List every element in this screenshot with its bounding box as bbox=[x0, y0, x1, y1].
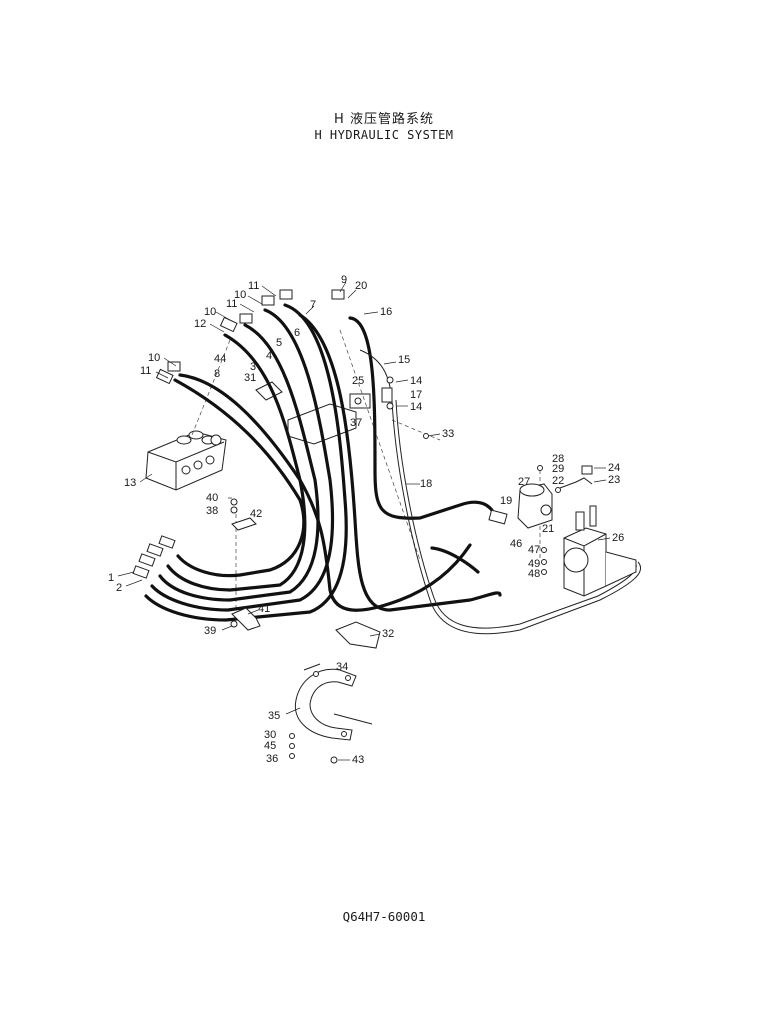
callout-6: 6 bbox=[294, 327, 300, 339]
curved-support-bracket bbox=[294, 663, 373, 741]
callout-11: 11 bbox=[140, 365, 151, 377]
callout-9: 9 bbox=[341, 274, 347, 286]
callout-11: 11 bbox=[226, 298, 237, 310]
callout-40: 40 bbox=[206, 492, 218, 504]
callout-2: 2 bbox=[116, 582, 122, 594]
callout-14: 14 bbox=[410, 375, 422, 387]
callout-33: 34 bbox=[336, 661, 348, 673]
callout-44: 46 bbox=[510, 538, 522, 550]
callout-1: 1 bbox=[108, 572, 114, 584]
callout-36: 36 bbox=[266, 753, 278, 765]
part-callouts: 11 10 11 10 12 9 20 7 16 6 5 4 44 3 31 1… bbox=[108, 274, 624, 766]
callout-16: 16 bbox=[380, 306, 392, 318]
callout-10: 10 bbox=[204, 306, 216, 318]
callout-10: 10 bbox=[148, 352, 160, 364]
return-tube bbox=[359, 349, 642, 635]
title-chinese: H 液压管路系统 bbox=[334, 112, 434, 127]
callout-28: 28 bbox=[552, 453, 564, 465]
hose-bundle bbox=[144, 303, 502, 622]
callout-29: 29 bbox=[552, 463, 564, 475]
hydraulic-tank bbox=[563, 505, 637, 597]
callout-3: 3 bbox=[250, 361, 256, 373]
callout-23: 23 bbox=[608, 474, 620, 486]
callout-45: 43 bbox=[352, 754, 364, 766]
callout-15: 15 bbox=[398, 354, 410, 366]
callout-43: 44 bbox=[214, 353, 226, 365]
callout-37: 37 bbox=[350, 417, 362, 429]
callout-11: 11 bbox=[248, 280, 259, 292]
callout-17: 17 bbox=[410, 389, 422, 401]
callout-31: 31 bbox=[244, 372, 256, 384]
bolts-washers bbox=[230, 376, 561, 764]
callout-48: 48 bbox=[528, 568, 540, 580]
control-valve-block bbox=[145, 430, 227, 491]
callout-26: 26 bbox=[612, 532, 624, 544]
callout-30: 30 bbox=[264, 729, 276, 741]
callout-14: 14 bbox=[410, 401, 422, 413]
callout-34: 33 bbox=[442, 428, 454, 440]
drawing-number: Q64H7-60001 bbox=[342, 909, 426, 924]
title-english: H HYDRAULIC SYSTEM bbox=[314, 128, 454, 142]
callout-49: 49 bbox=[528, 558, 540, 570]
title-block: H 液压管路系统 H HYDRAULIC SYSTEM bbox=[0, 112, 768, 143]
callout-22: 22 bbox=[552, 475, 564, 487]
callout-47: 47 bbox=[528, 544, 540, 556]
callout-25: 25 bbox=[352, 375, 364, 387]
callout-21: 21 bbox=[542, 523, 554, 535]
callout-10: 10 bbox=[234, 289, 246, 301]
callout-46: 45 bbox=[264, 740, 276, 752]
gear-pump bbox=[517, 465, 593, 529]
callout-18: 18 bbox=[420, 478, 432, 490]
callout-32: 32 bbox=[382, 628, 394, 640]
assembly-center-lines bbox=[189, 329, 541, 620]
callout-12: 12 bbox=[194, 318, 206, 330]
callout-24: 24 bbox=[608, 462, 620, 474]
callout-7: 7 bbox=[310, 299, 316, 311]
callout-4: 4 bbox=[266, 350, 272, 362]
callout-39: 38 bbox=[206, 505, 218, 517]
callout-38: 39 bbox=[204, 625, 216, 637]
callout-42: 42 bbox=[250, 508, 262, 520]
hose-clamps bbox=[231, 517, 381, 649]
callout-20: 20 bbox=[355, 280, 367, 292]
callout-35: 35 bbox=[268, 710, 280, 722]
callout-27: 27 bbox=[518, 476, 530, 488]
callout-8: 8 bbox=[214, 368, 220, 380]
hose-end-fittings bbox=[132, 289, 508, 579]
callout-13: 13 bbox=[124, 477, 136, 489]
callout-19: 19 bbox=[500, 495, 512, 507]
callout-5: 5 bbox=[276, 337, 282, 349]
callout-41: 41 bbox=[258, 603, 270, 615]
